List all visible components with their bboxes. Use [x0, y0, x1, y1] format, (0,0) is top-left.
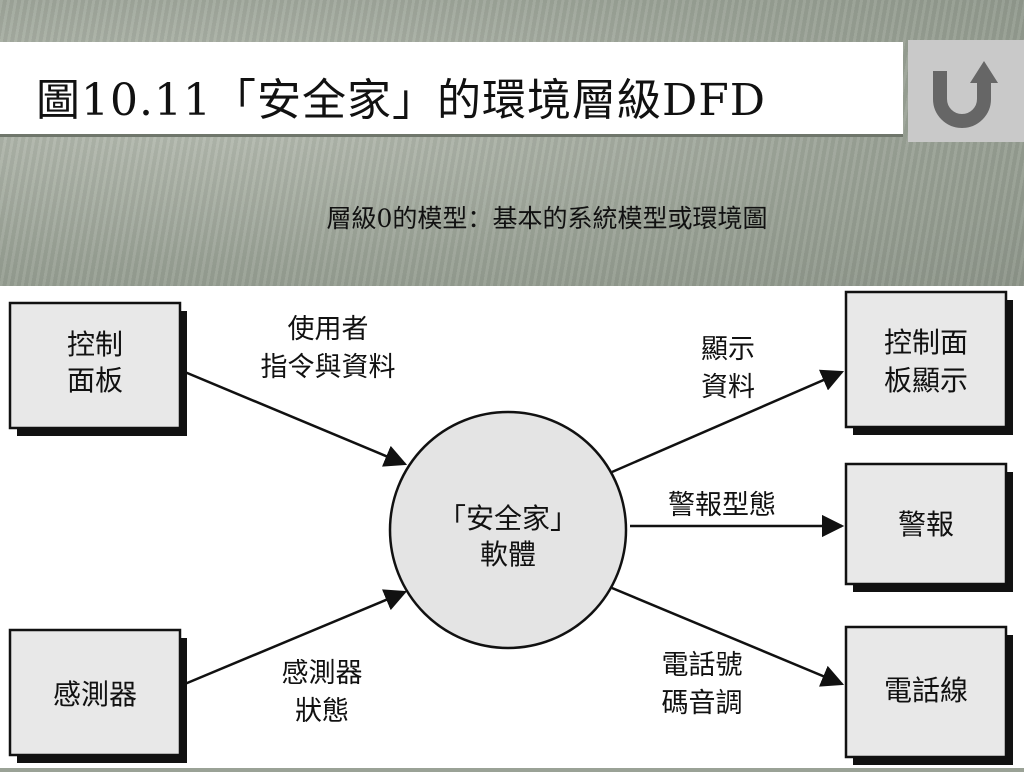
entity-telephone-line: [844, 625, 1008, 759]
subtitle: 層級0的模型：基本的系統模型或環境圖: [326, 204, 768, 233]
flow-label-phone-tones-1: 電話號: [662, 650, 743, 681]
dfd-diagram: 「安全家」 軟體 控制 面板 感測器 控制面 板顯示 警報 電話線 使用者 指令…: [0, 286, 1024, 768]
page-title: 圖10.11「安全家」的環境層級DFD: [36, 75, 767, 126]
flow-label-sensor-status-1: 感測器: [282, 658, 363, 689]
title-bar: [0, 42, 903, 134]
entity-sensors: [8, 628, 182, 757]
flow-arrow-phone-tones: [611, 586, 845, 687]
entity-alarm: [844, 462, 1008, 586]
entity-telephone-line-label: 電話線: [884, 674, 968, 707]
flow-label-display-info-1: 顯示: [701, 334, 755, 365]
entity-alarm-label: 警報: [898, 508, 954, 541]
process-circle: [388, 410, 628, 650]
entity-sensors-label: 感測器: [53, 678, 137, 711]
flow-label-alarm-type: 警報型態: [668, 490, 776, 521]
flow-label-display-info-2: 資料: [701, 372, 755, 403]
entity-control-panel-label-2: 面板: [67, 364, 123, 397]
entity-control-panel-label-1: 控制: [67, 328, 123, 361]
flow-label-user-commands-1: 使用者: [288, 314, 369, 345]
u-turn-arrow-icon: [933, 61, 998, 128]
back-button[interactable]: [908, 40, 1024, 142]
process-label-2: 軟體: [480, 538, 536, 571]
flow-label-user-commands-2: 指令與資料: [261, 352, 396, 383]
entity-control-panel-display: [844, 290, 1008, 429]
entity-control-panel: [8, 301, 182, 430]
entity-control-panel-display-label-1: 控制面: [884, 326, 968, 359]
entity-control-panel-display-label-2: 板顯示: [884, 364, 968, 397]
flow-label-phone-tones-2: 碼音調: [662, 688, 743, 719]
process-label-1: 「安全家」: [438, 502, 578, 535]
flow-label-sensor-status-2: 狀態: [295, 696, 349, 727]
flow-arrow-sensor-status: [179, 589, 408, 688]
flow-arrow-user-commands: [179, 368, 408, 467]
flow-arrow-display-info: [611, 369, 845, 474]
